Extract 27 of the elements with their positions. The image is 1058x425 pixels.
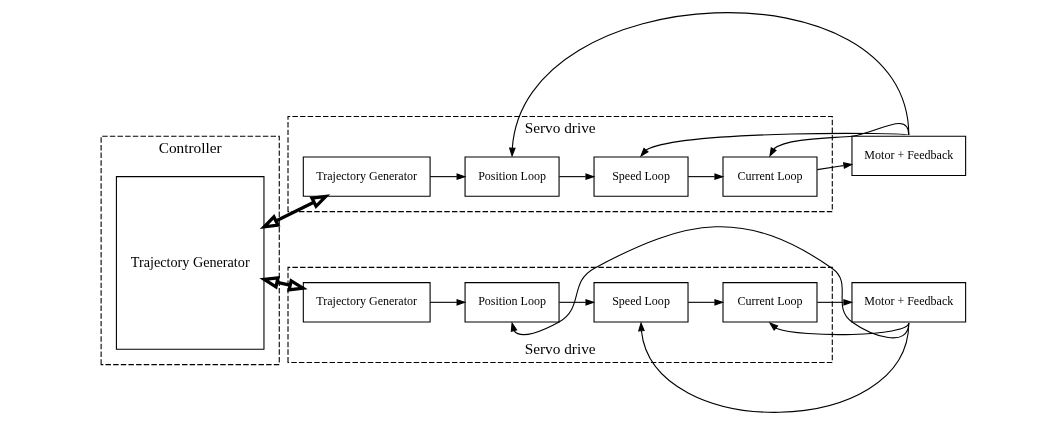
arrow (558, 173, 596, 181)
arrow (259, 194, 331, 230)
node-box: Speed Loop (593, 282, 689, 323)
node-box: Current Loop (722, 156, 818, 197)
arrow (769, 122, 910, 158)
arrow (639, 132, 910, 158)
node-box: Trajectory Generator (302, 282, 431, 323)
node-box: Motor + Feedback (851, 282, 967, 323)
node-box: Current Loop (722, 282, 818, 323)
arrow (429, 173, 467, 181)
node-box: Trajectory Generator (302, 156, 431, 197)
arrow (429, 298, 467, 306)
arrow (508, 12, 910, 158)
node-box: Position Loop (464, 282, 560, 323)
node-box: Motor + Feedback (851, 135, 967, 177)
arrow (259, 275, 308, 292)
arrow (558, 298, 596, 306)
arrow (687, 173, 725, 181)
arrow (638, 321, 910, 413)
node-box: Position Loop (464, 156, 560, 197)
arrow (816, 298, 854, 306)
node-box: Trajectory Generator (115, 176, 265, 350)
arrow (687, 298, 725, 306)
node-box: Speed Loop (593, 156, 689, 197)
arrow (816, 162, 854, 171)
arrow (768, 322, 910, 336)
arrow (510, 226, 910, 339)
